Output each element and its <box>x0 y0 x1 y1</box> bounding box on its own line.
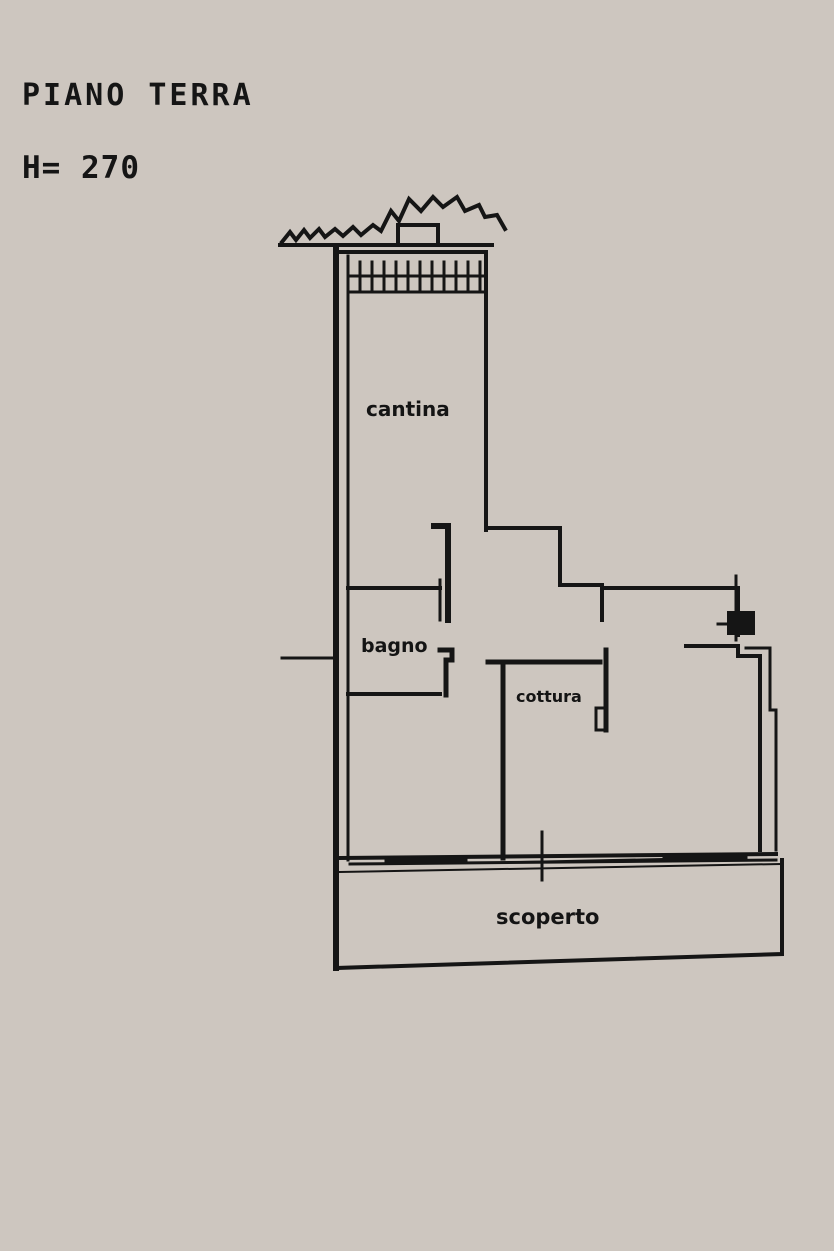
front-wall-windows <box>337 830 779 882</box>
shrub-symbol <box>278 194 508 247</box>
cottura-walls <box>485 647 609 861</box>
scoperto-area <box>334 858 784 971</box>
ceiling-height-label: H= 270 <box>22 150 140 186</box>
room-label-cantina: cantina <box>366 397 450 421</box>
plan-title: PIANO TERRA <box>22 78 254 113</box>
cantina-vent-grate <box>348 260 486 292</box>
room-label-scoperto: scoperto <box>496 905 599 929</box>
room-label-bagno: bagno <box>361 635 428 657</box>
room-label-cottura: cottura <box>516 687 582 706</box>
cantina-bagno-partition <box>346 523 451 623</box>
corridor-walls <box>484 526 740 637</box>
bagno-walls <box>346 647 455 698</box>
cantina-walls <box>333 247 488 971</box>
right-outer-wall <box>684 574 778 852</box>
